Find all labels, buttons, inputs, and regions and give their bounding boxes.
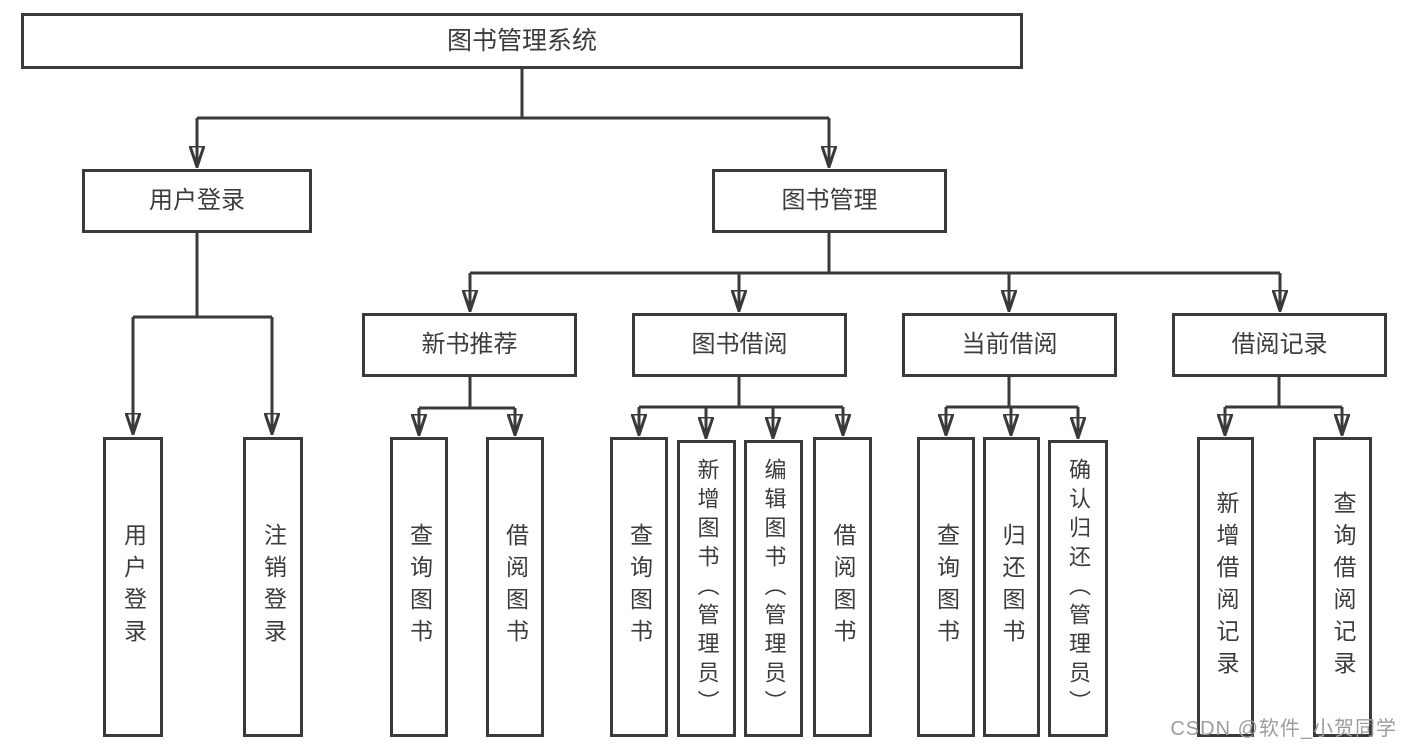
connector-current-borrow-to-leaves xyxy=(946,377,1078,438)
leaf-current-confirm-return-admin: 确认归还（管理员） xyxy=(1048,440,1108,737)
leaf-borrow-book: 借阅图书 xyxy=(813,437,872,737)
node-current-borrowing: 当前借阅 xyxy=(902,313,1117,377)
leaf-current-return: 归还图书 xyxy=(983,437,1040,737)
node-borrow-records: 借阅记录 xyxy=(1172,313,1387,377)
leaf-borrow-add-admin: 新增图书（管理员） xyxy=(677,440,736,737)
csdn-watermark: CSDN @软件_小贺同学 xyxy=(1170,718,1397,740)
leaf-record-add: 新增借阅记录 xyxy=(1197,437,1254,737)
connector-root-to-level2 xyxy=(197,69,829,167)
node-new-book-recommend: 新书推荐 xyxy=(362,313,577,377)
leaf-record-query: 查询借阅记录 xyxy=(1313,437,1372,737)
connector-new-book-to-leaves xyxy=(419,377,515,435)
connector-borrow-record-to-leaves xyxy=(1225,377,1342,435)
node-book-borrowing: 图书借阅 xyxy=(632,313,847,377)
leaf-current-query: 查询图书 xyxy=(917,437,975,737)
node-root-library-system: 图书管理系统 xyxy=(21,13,1023,69)
leaf-user-login: 用户登录 xyxy=(103,437,163,737)
leaf-borrow-edit-admin: 编辑图书（管理员） xyxy=(744,440,803,737)
leaf-new-book-query: 查询图书 xyxy=(390,437,448,737)
node-user-login: 用户登录 xyxy=(82,169,312,233)
leaf-borrow-query: 查询图书 xyxy=(610,437,668,737)
node-book-management: 图书管理 xyxy=(712,169,947,233)
connector-book-mgmt-to-level3 xyxy=(470,233,1280,311)
connector-user-login-to-leaves xyxy=(133,233,272,434)
connector-book-borrow-to-leaves xyxy=(639,377,843,438)
leaf-logout: 注销登录 xyxy=(243,437,303,737)
leaf-new-book-borrow: 借阅图书 xyxy=(486,437,544,737)
